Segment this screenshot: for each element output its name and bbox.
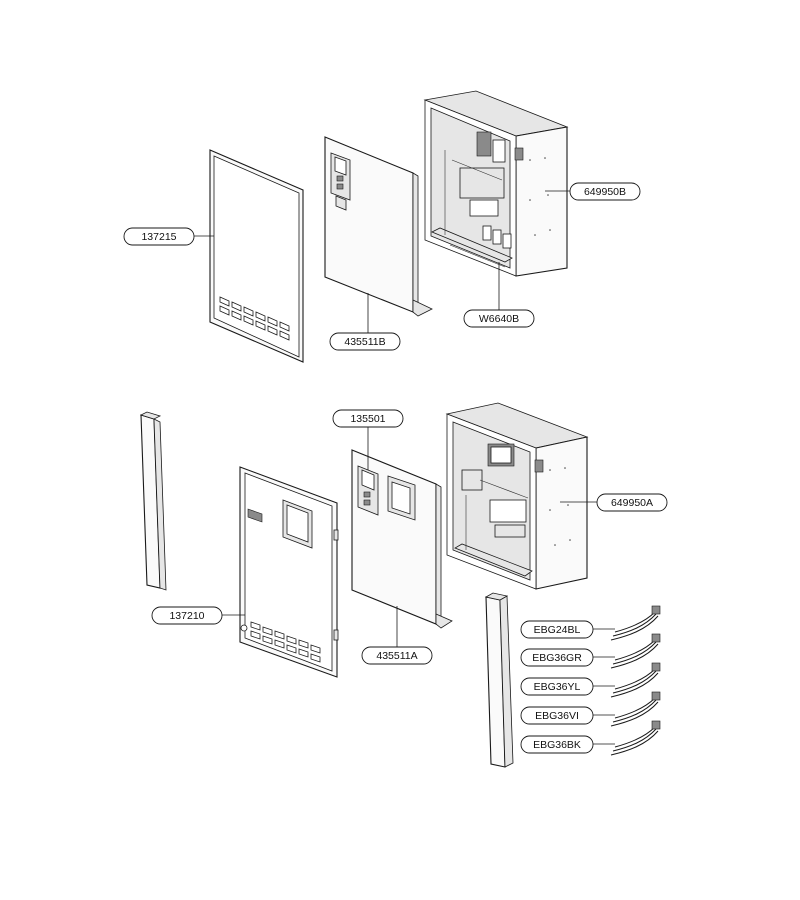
wire-harness-ebg36vi: EBG36VI: [520, 691, 661, 727]
part-number: 137210: [169, 610, 204, 622]
enclosure-649950A: [445, 402, 589, 590]
label-137215: 137215: [123, 227, 214, 246]
part-number: 649950A: [611, 497, 653, 509]
label-435511B: 435511B: [329, 293, 401, 351]
wire-harness-ebg36yl: EBG36YL: [520, 662, 661, 698]
part-number: W6640B: [479, 313, 519, 325]
wire-harness-ebg36bk: EBG36BK: [520, 720, 661, 756]
part-number: EBG24BL: [534, 624, 581, 636]
inner-panel-435511A: [351, 449, 453, 629]
side-strip-right: [484, 592, 514, 768]
part-number: 137215: [141, 231, 176, 243]
side-strip-left: [139, 411, 167, 591]
part-number: EBG36GR: [532, 652, 582, 664]
part-number: EBG36BK: [533, 739, 581, 751]
part-number: 435511B: [344, 336, 385, 348]
label-135501: 135501: [332, 409, 404, 470]
wire-harness-ebg24bl: EBG24BL: [520, 605, 661, 641]
enclosure-649950B: [423, 90, 569, 277]
front-cover-137215: [209, 149, 304, 363]
wire-harness-ebg36gr: EBG36GR: [520, 633, 661, 669]
part-number: 135501: [350, 413, 385, 425]
door-vent-slots: [250, 621, 321, 663]
label-435511A: 435511A: [361, 606, 433, 665]
label-137210: 137210: [151, 606, 245, 625]
part-number: 435511A: [376, 650, 417, 662]
label-W6640B: W6640B: [463, 262, 535, 328]
label-649950A: 649950A: [560, 493, 668, 512]
vent-slots: [219, 296, 290, 341]
part-number: EBG36YL: [534, 681, 581, 693]
front-door-137210: [239, 466, 339, 678]
part-number: 649950B: [584, 186, 626, 198]
inner-panel-435511B: [324, 136, 433, 317]
label-649950B: 649950B: [545, 182, 641, 201]
part-number: EBG36VI: [535, 710, 579, 722]
